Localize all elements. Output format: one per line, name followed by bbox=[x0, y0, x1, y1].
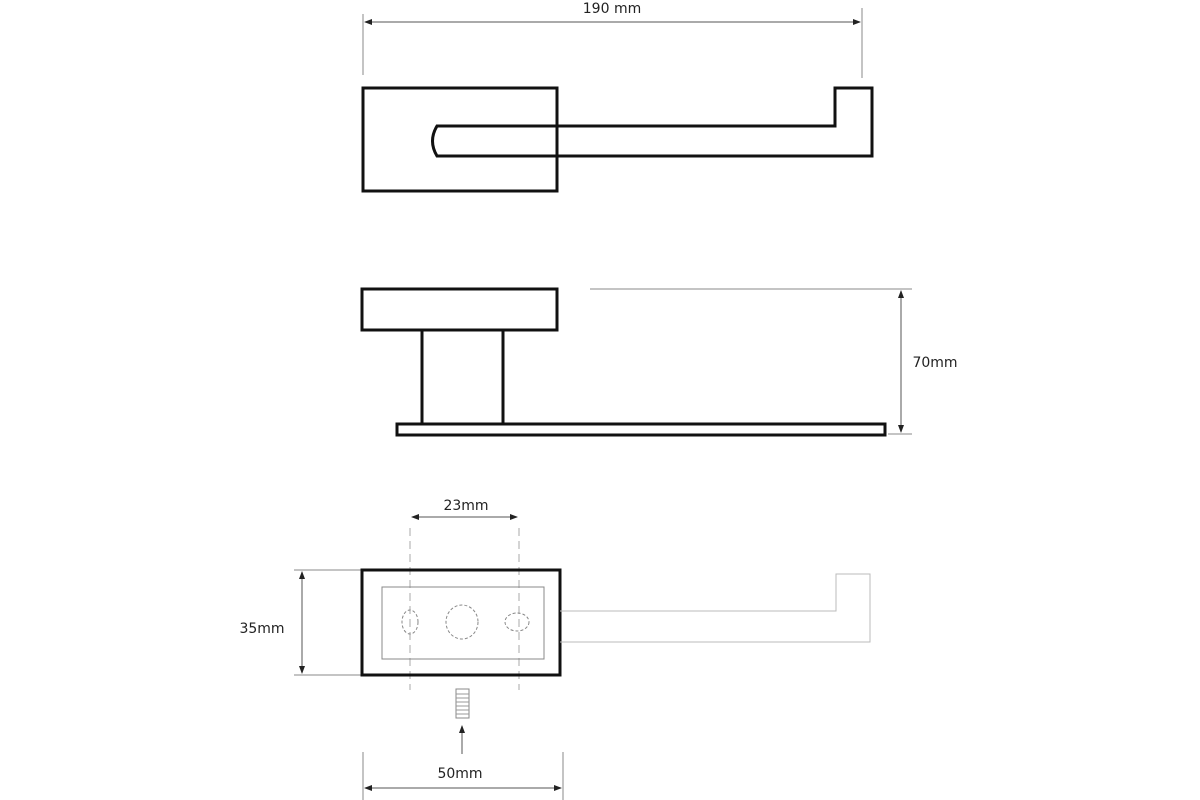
plate-height-label: 35mm bbox=[239, 621, 284, 637]
mounting-bracket bbox=[381, 586, 545, 660]
screw-hole-right bbox=[504, 612, 530, 632]
set-screw-icon bbox=[455, 688, 470, 719]
plate-width-label: 50mm bbox=[437, 766, 482, 782]
screw-hole-left bbox=[401, 609, 419, 635]
rosette-cap bbox=[360, 287, 559, 332]
mounting-view: 23mm 35mm 50mm bbox=[239, 498, 871, 800]
width-total-label: 190 mm bbox=[583, 1, 641, 17]
post bbox=[420, 328, 505, 426]
hole-spacing-label: 23mm bbox=[443, 498, 488, 514]
wall-plate bbox=[361, 86, 559, 193]
height-label: 70mm bbox=[912, 355, 957, 371]
holder-arm bbox=[557, 86, 874, 158]
top-view: 190 mm bbox=[361, 1, 874, 193]
mounting-plate bbox=[360, 568, 562, 677]
side-view: 70mm bbox=[360, 287, 958, 437]
base-bar bbox=[395, 422, 887, 437]
arm-rounded-end bbox=[431, 124, 557, 158]
center-hole bbox=[445, 604, 479, 640]
holder-arm-outline bbox=[560, 573, 871, 643]
